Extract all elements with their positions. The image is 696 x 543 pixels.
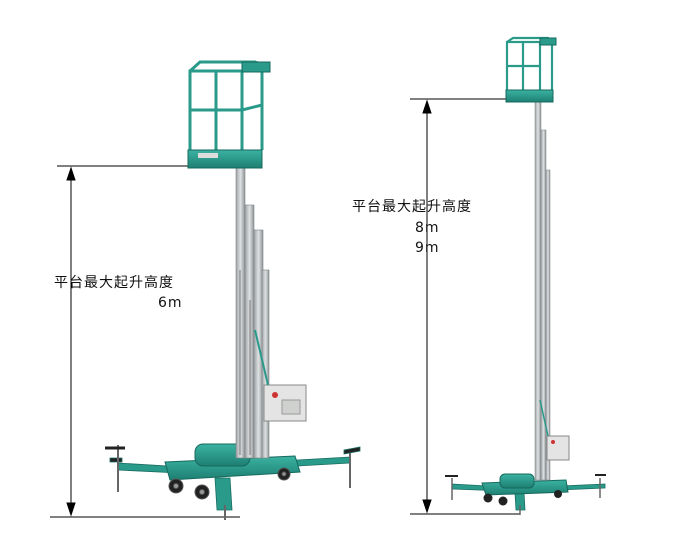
right-wheels (483, 490, 562, 506)
left-stop-button (272, 392, 278, 398)
right-lift (445, 36, 606, 515)
right-mast (534, 101, 551, 481)
left-platform (188, 60, 264, 153)
left-dimension (50, 165, 240, 518)
right-platform (505, 36, 554, 94)
right-height-value-2: 9m (415, 240, 440, 256)
right-height-value-1: 8m (415, 220, 440, 236)
right-stop-button (551, 440, 555, 444)
left-height-caption: 平台最大起升高度 (54, 275, 174, 291)
left-platform-floor (187, 149, 263, 169)
right-dimension (410, 98, 520, 515)
right-platform-floor (505, 89, 554, 103)
left-wheels (168, 467, 291, 500)
right-height-caption: 平台最大起升高度 (352, 199, 472, 215)
right-battery-box (499, 473, 535, 489)
left-height-value: 6m (158, 295, 183, 311)
right-control-box (546, 435, 570, 461)
left-lift (105, 60, 361, 520)
